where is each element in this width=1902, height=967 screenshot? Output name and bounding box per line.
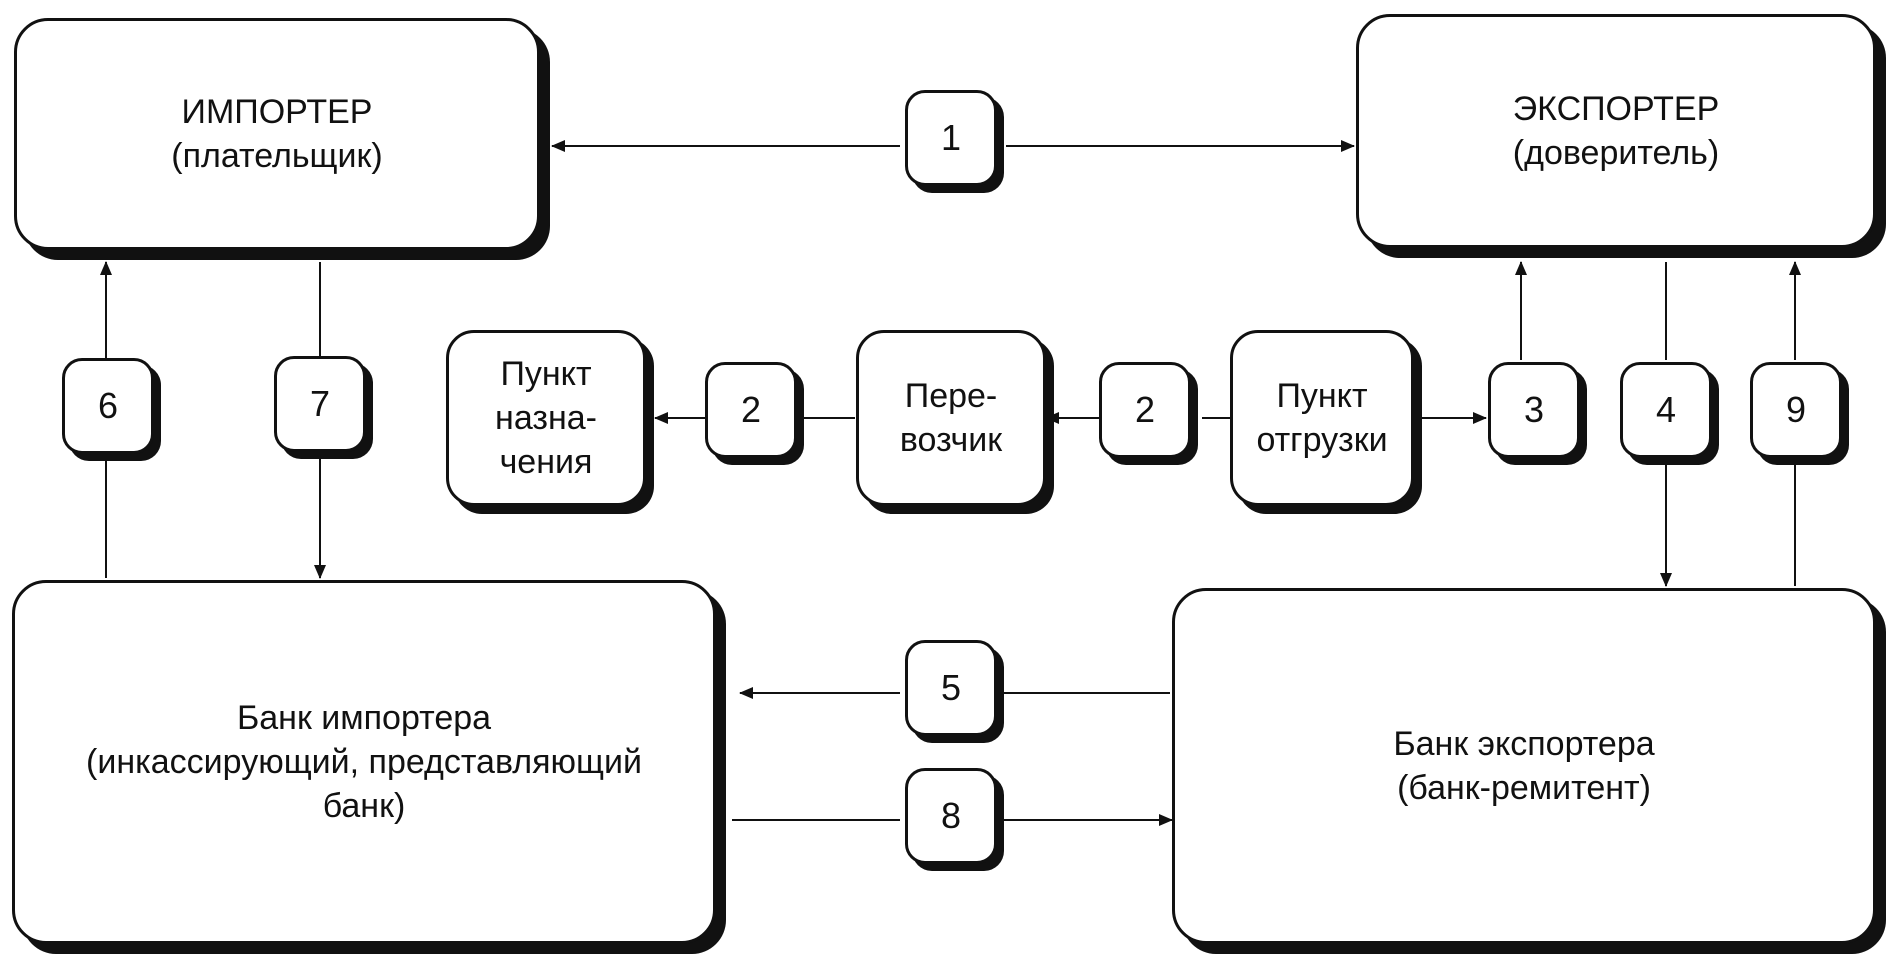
destination-line1: Пункт — [500, 354, 592, 393]
exporter-bank-box: Банк экспортера (банк-ремитент) — [1172, 588, 1876, 944]
carrier-line2: возчик — [899, 421, 1003, 459]
importer-bank-title: Банк импортера — [236, 698, 492, 737]
step-7-badge: 7 — [274, 356, 366, 452]
destination-line3: чения — [499, 443, 593, 482]
step-2-badge-carrier: 2 — [705, 362, 797, 458]
exporter-bank-role: (банк-ремитент) — [1397, 769, 1651, 807]
exporter-title: ЭКСПОРТЕР — [1512, 89, 1720, 128]
exporter-role: (доверитель) — [1512, 134, 1720, 172]
carrier-line1: Пере- — [904, 376, 998, 415]
importer-bank-role-end: банк) — [322, 787, 406, 826]
step-6-badge: 6 — [62, 358, 154, 454]
destination-line2: назна- — [495, 398, 597, 437]
shipment-box: Пункт отгрузки — [1230, 330, 1414, 506]
step-9-badge: 9 — [1750, 362, 1842, 458]
carrier-box: Пере- возчик — [856, 330, 1046, 506]
destination-box: Пункт назна- чения — [446, 330, 646, 506]
importer-bank-role: (инкассирующий, представляющий — [86, 742, 642, 781]
step-2-badge-shipment: 2 — [1099, 362, 1191, 458]
step-8-badge: 8 — [905, 768, 997, 864]
importer-box: ИМПОРТЕР (плательщик) — [14, 18, 540, 250]
importer-role: (плательщик) — [171, 137, 383, 175]
step-5-badge: 5 — [905, 640, 997, 736]
shipment-line1: Пункт — [1276, 376, 1368, 415]
step-4-badge: 4 — [1620, 362, 1712, 458]
shipment-line2: отгрузки — [1256, 421, 1388, 459]
step-1-badge: 1 — [905, 90, 997, 186]
exporter-bank-title: Банк экспортера — [1393, 724, 1655, 763]
exporter-box: ЭКСПОРТЕР (доверитель) — [1356, 14, 1876, 248]
step-3-badge: 3 — [1488, 362, 1580, 458]
importer-bank-box: Банк импортера (инкассирующий, представл… — [12, 580, 716, 944]
importer-title: ИМПОРТЕР — [181, 92, 373, 131]
